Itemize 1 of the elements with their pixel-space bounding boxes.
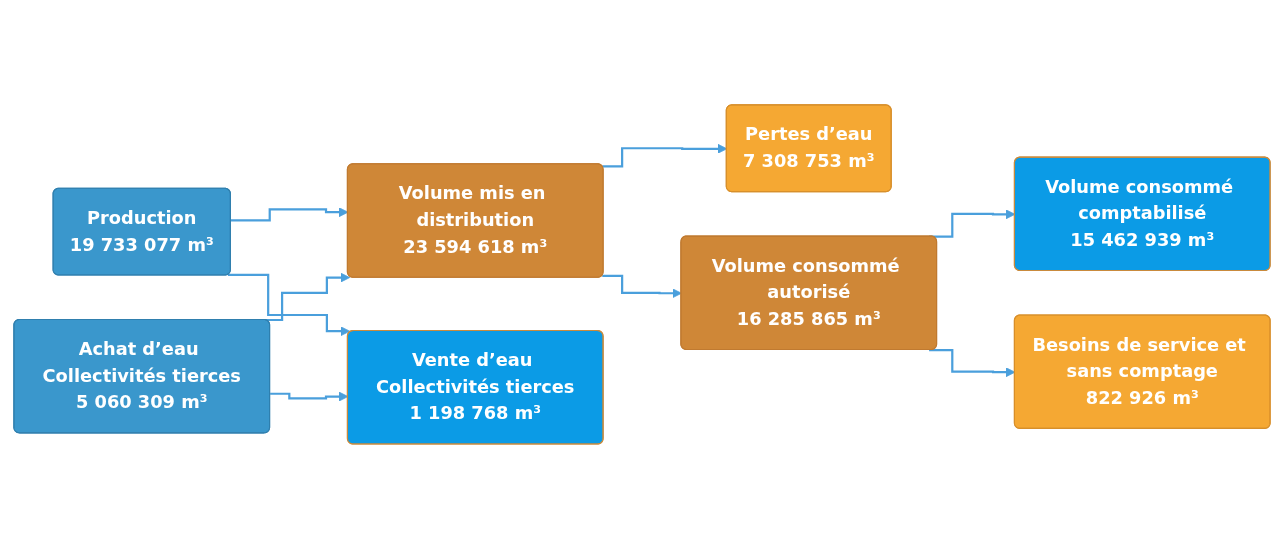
arrow <box>227 273 351 337</box>
